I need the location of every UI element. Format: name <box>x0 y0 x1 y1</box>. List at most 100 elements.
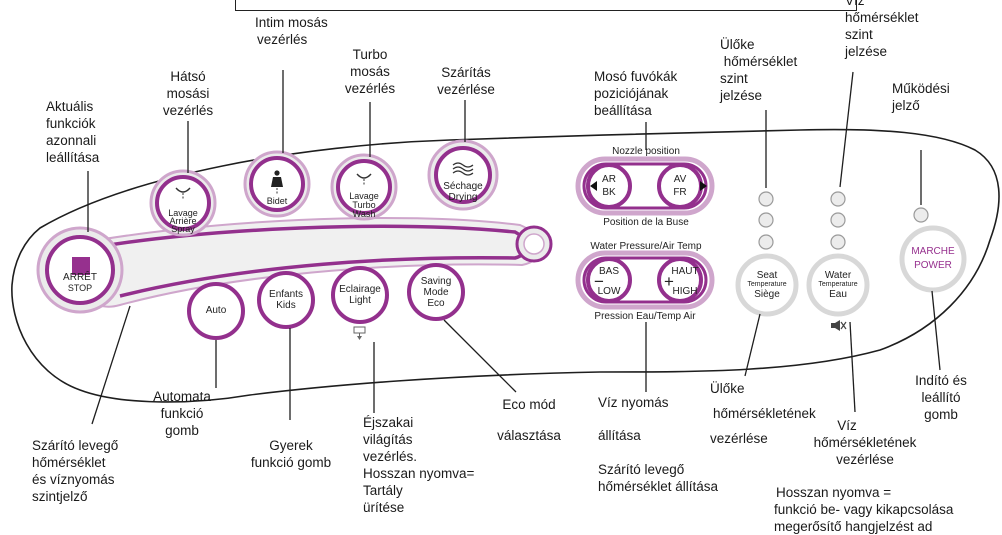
seat-button-ring <box>735 253 799 317</box>
nozzle-back-label-2: BK <box>602 187 616 198</box>
spray-label-2: Arrière <box>169 216 197 226</box>
seat-label-1: Seat <box>756 270 778 281</box>
seat-label-3: Siège <box>754 289 780 300</box>
sweep-band <box>68 216 542 308</box>
kids-button[interactable]: Enfants Kids <box>262 289 310 311</box>
auto-label: Auto <box>205 305 227 316</box>
power-label-2: POWER <box>914 260 952 271</box>
bidet-label: Bidet <box>266 196 288 206</box>
pressure-low-label-1: BAS <box>598 266 619 277</box>
nozzle-forward-arrow-icon <box>700 181 707 191</box>
seat-label-2: Temperature <box>747 281 787 288</box>
nozzle-title: Nozzle position <box>612 146 680 157</box>
eco-button[interactable]: Saving Mode Eco <box>411 276 461 309</box>
turbo-button[interactable]: Lavage Turbo Wash <box>339 191 389 219</box>
water-led-3 <box>830 191 846 207</box>
seat-led-3 <box>758 191 774 207</box>
bidet-button[interactable]: Bidet <box>252 196 302 206</box>
spray-button-ring <box>155 175 211 231</box>
plus-icon: + <box>664 272 674 291</box>
top-frame <box>235 0 857 11</box>
turbo-button-ring <box>336 159 392 215</box>
air-wave-icon <box>452 162 474 176</box>
drying-button[interactable]: Séchage Drying <box>433 181 493 203</box>
label-water-pressure-2: állítása <box>598 428 641 443</box>
label-long-press: Hosszan nyomva =funkció be- vagy kikapcs… <box>774 485 954 534</box>
light-button[interactable]: Eclairage Light <box>333 284 387 306</box>
kids-button-ring <box>257 271 315 329</box>
label-water-pressure: Víz nyomás <box>598 395 669 410</box>
eco-label-3: Eco <box>427 298 445 309</box>
pressure-high-label-2: HIGH <box>672 286 698 297</box>
water-label-1: Water <box>824 270 852 281</box>
light-label-2: Light <box>349 295 371 306</box>
nozzle-forward-label-1: AV <box>673 174 687 185</box>
nozzle-forward-button[interactable]: AV FR <box>665 174 695 198</box>
turbo-label-2: Turbo <box>352 200 376 210</box>
pressure-title: Water Pressure/Air Temp <box>590 241 702 252</box>
pressure-subtitle: Pression Eau/Temp Air <box>594 311 696 322</box>
auto-button[interactable]: Auto <box>196 305 236 316</box>
nozzle-back-button[interactable]: AR BK <box>594 174 624 198</box>
pressure-high-button[interactable]: HAUT + HIGH <box>661 266 701 297</box>
pressure-low-button[interactable]: BAS − LOW <box>592 266 626 297</box>
nozzle-back-arrow-icon <box>590 181 597 191</box>
spray-label-1: Lavage <box>168 208 198 218</box>
spray-label-3: Spray <box>171 224 195 234</box>
eco-label-2: Mode <box>423 287 449 298</box>
power-button-ring <box>899 225 967 293</box>
turbo-label-1: Lavage <box>349 191 379 201</box>
nozzle-forward-label-2: FR <box>673 187 687 198</box>
drying-label-1: Séchage <box>443 181 483 192</box>
drying-button-ring <box>434 146 492 204</box>
nozzle-back-label-1: AR <box>602 174 616 185</box>
water-temp-button[interactable]: Water Temperature Eau <box>813 270 863 300</box>
eco-label-1: Saving <box>420 276 452 287</box>
water-led-2 <box>830 212 846 228</box>
stop-label-en: STOP <box>67 283 93 293</box>
turbo-label-3: Wash <box>352 209 376 219</box>
water-label-3: Eau <box>829 289 847 300</box>
kids-label-2: Kids <box>276 300 296 311</box>
seat-led-1 <box>758 234 774 250</box>
water-label-2: Temperature <box>818 281 858 288</box>
drying-label-2: Drying <box>448 192 478 203</box>
seat-led-2 <box>758 212 774 228</box>
seat-temp-button[interactable]: Seat Temperature Siège <box>742 270 792 300</box>
mute-speaker-icon <box>831 320 847 331</box>
nozzle-subtitle: Position de la Buse <box>603 217 689 228</box>
light-label-1: Eclairage <box>339 284 381 295</box>
water-led-1 <box>830 234 846 250</box>
spray-button[interactable]: Lavage Arrière Spray <box>158 208 208 234</box>
water-button-ring <box>806 253 870 317</box>
stop-square-icon <box>72 257 90 275</box>
tank-drain-icon <box>353 326 366 340</box>
stop-button[interactable]: ARRÊT STOP <box>48 272 112 293</box>
light-button-ring <box>331 266 389 324</box>
kids-label-1: Enfants <box>269 289 303 300</box>
stop-label-fr: ARRÊT <box>63 272 97 283</box>
power-label-1: MARCHE <box>911 246 955 257</box>
bidet-woman-icon <box>271 170 283 194</box>
minus-icon: − <box>594 272 604 291</box>
auto-button-ring <box>187 282 245 340</box>
pressure-low-label-2: LOW <box>597 286 621 297</box>
power-button[interactable]: MARCHE POWER <box>903 246 963 271</box>
